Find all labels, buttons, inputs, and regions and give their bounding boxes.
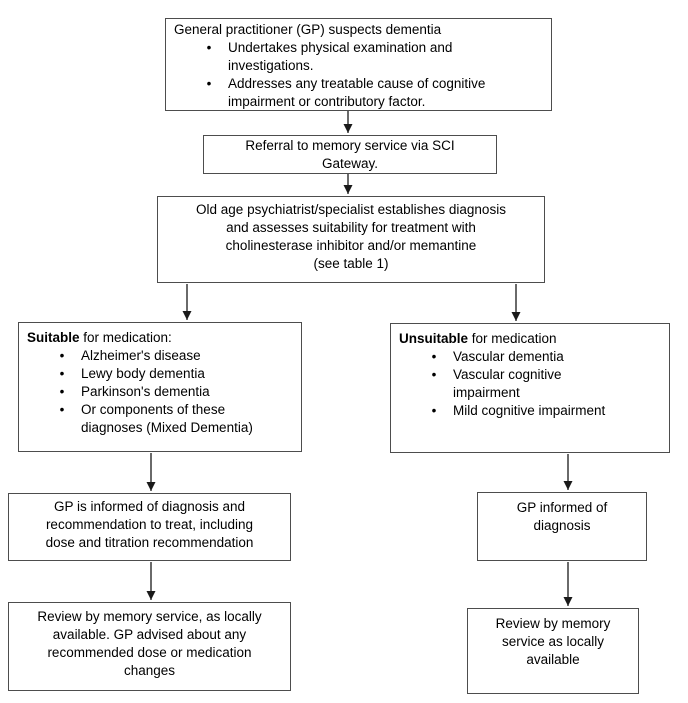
box-text-line: Review by memory service, as locally — [37, 609, 262, 624]
bullet-text: Undertakes physical examination and inve… — [228, 40, 453, 73]
box-unsuitable-for-medication: Unsuitable for medication • Vascular dem… — [390, 323, 670, 453]
bullet-list: • Vascular dementia • Vascular cognitive… — [427, 348, 661, 420]
box-heading: Unsuitable for medication — [399, 330, 661, 348]
list-item: • Vascular dementia — [427, 348, 661, 366]
box-text-line: recommendation to treat, including — [45, 517, 254, 532]
list-item: • Undertakes physical examination and in… — [202, 39, 543, 75]
box-text-line: and assesses suitability for treatment w… — [226, 220, 476, 235]
heading-rest: for medication — [468, 331, 557, 346]
bullet-text: Vascular cognitive impairment — [453, 367, 562, 400]
box-gp-informed-diagnosis: GP informed of diagnosis — [477, 492, 647, 561]
bullet-icon: • — [431, 367, 437, 382]
bullet-icon: • — [59, 366, 65, 381]
bullet-icon: • — [206, 40, 212, 55]
bullet-text: Parkinson's dementia — [81, 384, 210, 399]
list-item: • Or components of these diagnoses (Mixe… — [55, 401, 293, 437]
box-text-line: available. GP advised about any — [52, 627, 247, 642]
box-text-line: service as locally — [501, 634, 605, 649]
bullet-icon: • — [431, 349, 437, 364]
box-text-line: Referral to memory service via SCI — [245, 138, 455, 153]
bullet-text: Addresses any treatable cause of cogniti… — [228, 76, 486, 109]
box-text-line: recommended dose or medication — [47, 645, 252, 660]
bullet-icon: • — [59, 402, 65, 417]
box-suitable-for-medication: Suitable for medication: • Alzheimer's d… — [18, 322, 302, 452]
box-heading: Suitable for medication: — [27, 329, 293, 347]
box-text-line: cholinesterase inhibitor and/or memantin… — [225, 238, 477, 253]
box-specialist-diagnosis: Old age psychiatrist/specialist establis… — [157, 196, 545, 283]
list-item: • Mild cognitive impairment — [427, 402, 661, 420]
bullet-text: Vascular dementia — [453, 349, 564, 364]
box-review-memory-service-left: Review by memory service, as locally ava… — [8, 602, 291, 691]
list-item: • Parkinson's dementia — [55, 383, 293, 401]
heading-bold: Suitable — [27, 330, 80, 345]
box-text-line: Old age psychiatrist/specialist establis… — [196, 202, 506, 217]
bullet-list: • Undertakes physical examination and in… — [202, 39, 543, 111]
box-referral-memory-service: Referral to memory service via SCI Gatew… — [203, 135, 497, 174]
list-item: • Addresses any treatable cause of cogni… — [202, 75, 543, 111]
heading-rest: for medication: — [79, 330, 172, 345]
bullet-text: Alzheimer's disease — [81, 348, 201, 363]
heading-bold: Unsuitable — [399, 331, 469, 346]
list-item: • Vascular cognitive impairment — [427, 366, 661, 402]
box-text-line: Review by memory — [495, 616, 611, 631]
box-text-line: diagnosis — [533, 518, 591, 533]
bullet-text: Or components of these diagnoses (Mixed … — [81, 402, 253, 435]
box-text-line: Gateway. — [321, 156, 379, 171]
bullet-text: Lewy body dementia — [81, 366, 205, 381]
box-text-line: available — [526, 652, 580, 667]
bullet-icon: • — [431, 403, 437, 418]
box-text-line: GP informed of — [516, 500, 608, 515]
box-text-line: dose and titration recommendation — [45, 535, 254, 550]
box-text-line: changes — [123, 663, 176, 678]
bullet-text: Mild cognitive impairment — [453, 403, 606, 418]
bullet-list: • Alzheimer's disease • Lewy body dement… — [55, 347, 293, 437]
box-gp-informed-recommendation: GP is informed of diagnosis and recommen… — [8, 493, 291, 561]
box-gp-suspects-dementia: General practitioner (GP) suspects demen… — [165, 18, 552, 111]
box-text-line: GP is informed of diagnosis and — [53, 499, 246, 514]
bullet-icon: • — [59, 384, 65, 399]
box-review-memory-service-right: Review by memory service as locally avai… — [467, 608, 639, 694]
list-item: • Lewy body dementia — [55, 365, 293, 383]
list-item: • Alzheimer's disease — [55, 347, 293, 365]
bullet-icon: • — [206, 76, 212, 91]
bullet-icon: • — [59, 348, 65, 363]
box-heading: General practitioner (GP) suspects demen… — [174, 22, 442, 37]
box-text-line: (see table 1) — [313, 256, 389, 271]
